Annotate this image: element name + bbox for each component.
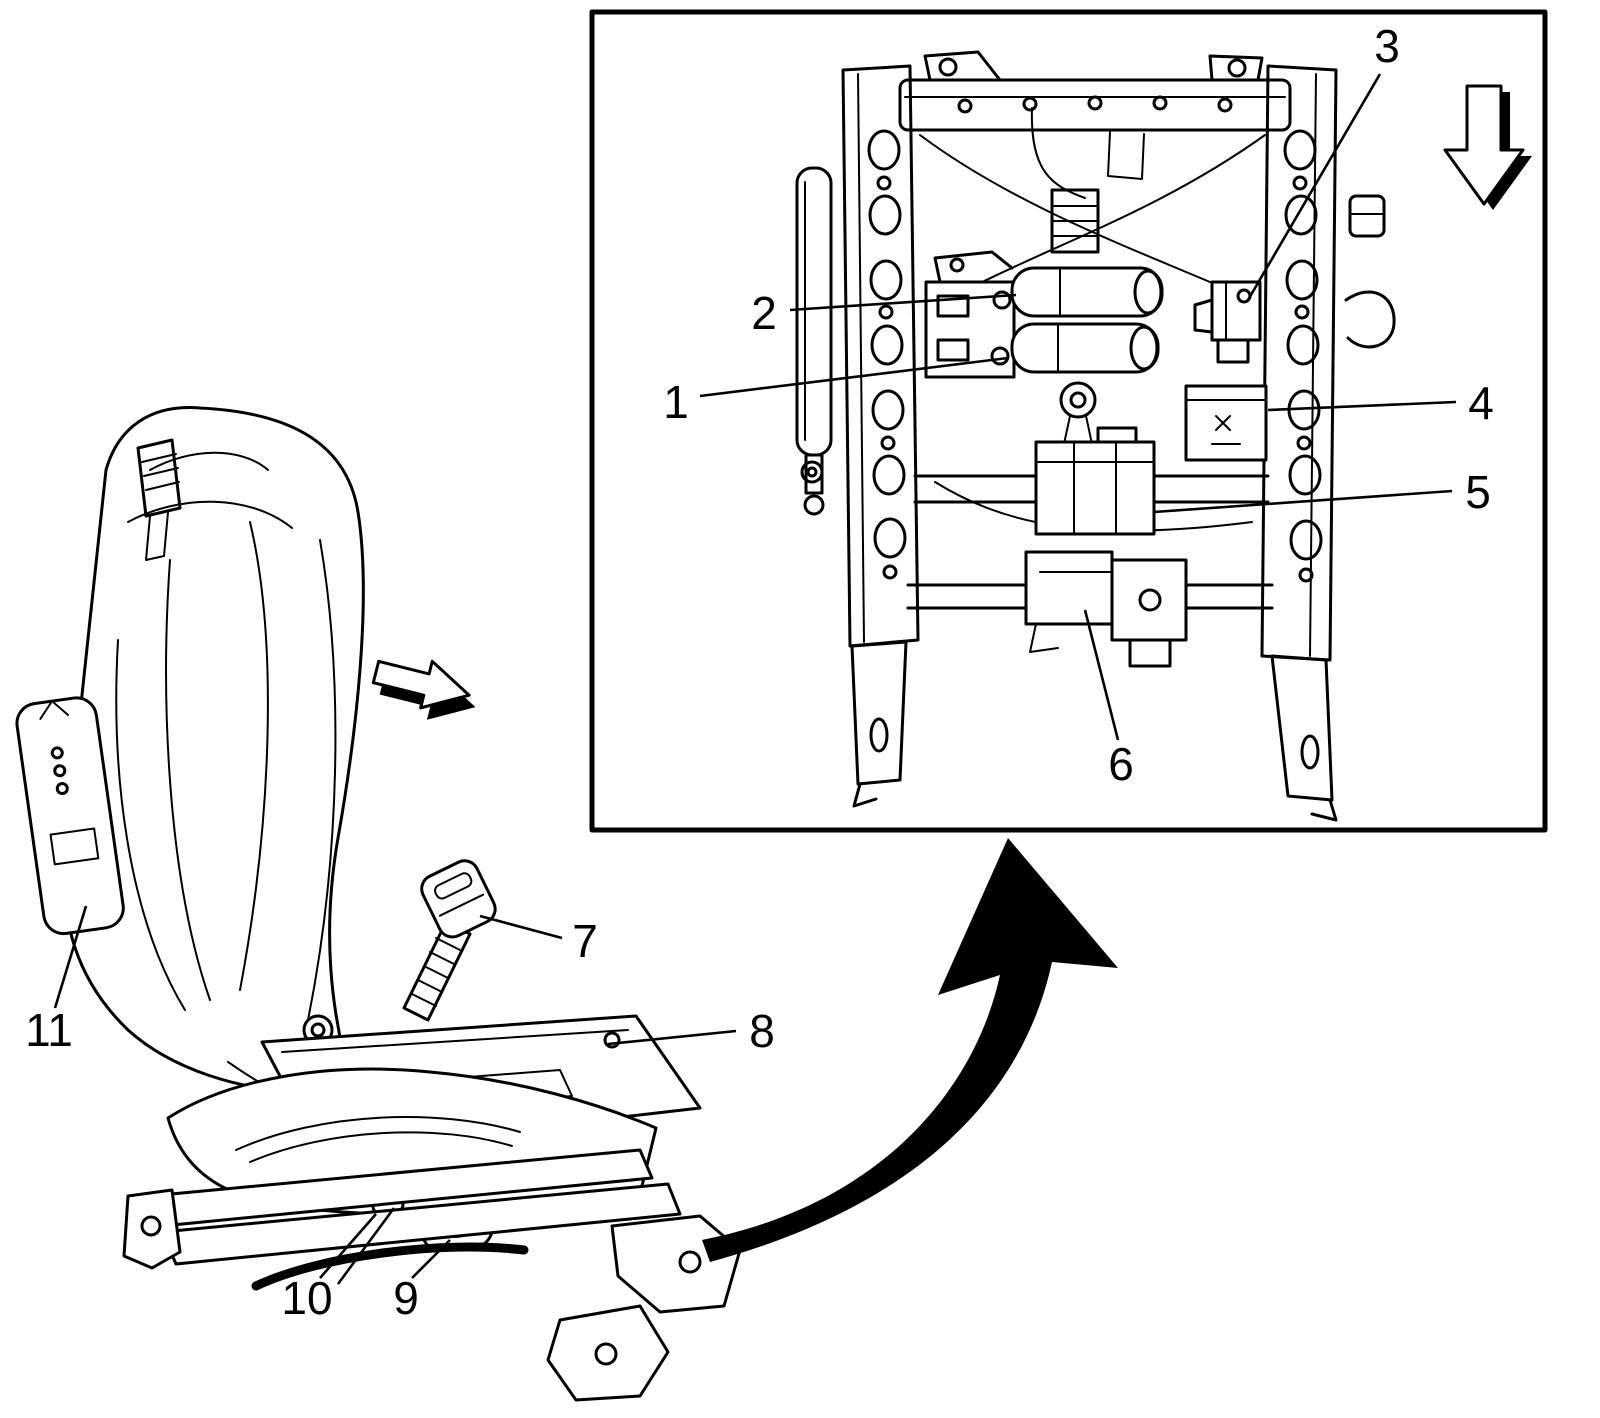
- leader-line-11: [53, 905, 88, 1009]
- lower-track-assembly: [906, 550, 1274, 668]
- leader-line-10b: [336, 1207, 396, 1285]
- direction-down-arrow-icon: [1443, 84, 1532, 210]
- callout-9: 9: [393, 1272, 419, 1324]
- callout-2: 2: [751, 287, 777, 339]
- zoom-callout-arrow: [702, 838, 1118, 1262]
- control-module: [1184, 384, 1268, 462]
- seat-drawing: [15, 406, 742, 1402]
- callout-11: 11: [25, 1004, 73, 1056]
- callout-6: 6: [1108, 738, 1134, 790]
- side-airbag-module: [15, 696, 125, 936]
- seat-belt-buckle: [402, 859, 497, 1022]
- gas-strut: [795, 166, 833, 516]
- right-rail: [1260, 64, 1396, 822]
- leader-line-1: [699, 356, 1009, 398]
- leader-line-6: [1083, 609, 1120, 741]
- callout-8: 8: [749, 1005, 775, 1057]
- leader-line-7: [479, 914, 563, 940]
- seat-tracks: [122, 1148, 742, 1402]
- callout-4: 4: [1468, 377, 1494, 429]
- inset-box-border: [589, 9, 1548, 833]
- callout-10: 10: [281, 1272, 332, 1324]
- left-rail: [800, 64, 920, 808]
- direction-side-arrow-icon: [371, 659, 476, 720]
- callout-1: 1: [663, 376, 689, 428]
- recline-motor-assembly: [924, 250, 1164, 379]
- inset-frame-drawing: [795, 50, 1396, 822]
- callout-5: 5: [1465, 466, 1491, 518]
- leader-line-2: [789, 293, 1017, 312]
- leader-line-10a: [319, 1213, 377, 1279]
- leader-line-5: [1153, 489, 1453, 514]
- sensor-bracket: [1193, 280, 1262, 364]
- callout-3: 3: [1374, 20, 1400, 72]
- callout-7: 7: [572, 915, 598, 967]
- leader-line-3: [1246, 73, 1382, 301]
- leader-line-9: [411, 1239, 451, 1279]
- leader-line-8: [607, 1029, 737, 1046]
- drive-gearbox: [913, 426, 1270, 536]
- leader-line-4: [1267, 400, 1457, 412]
